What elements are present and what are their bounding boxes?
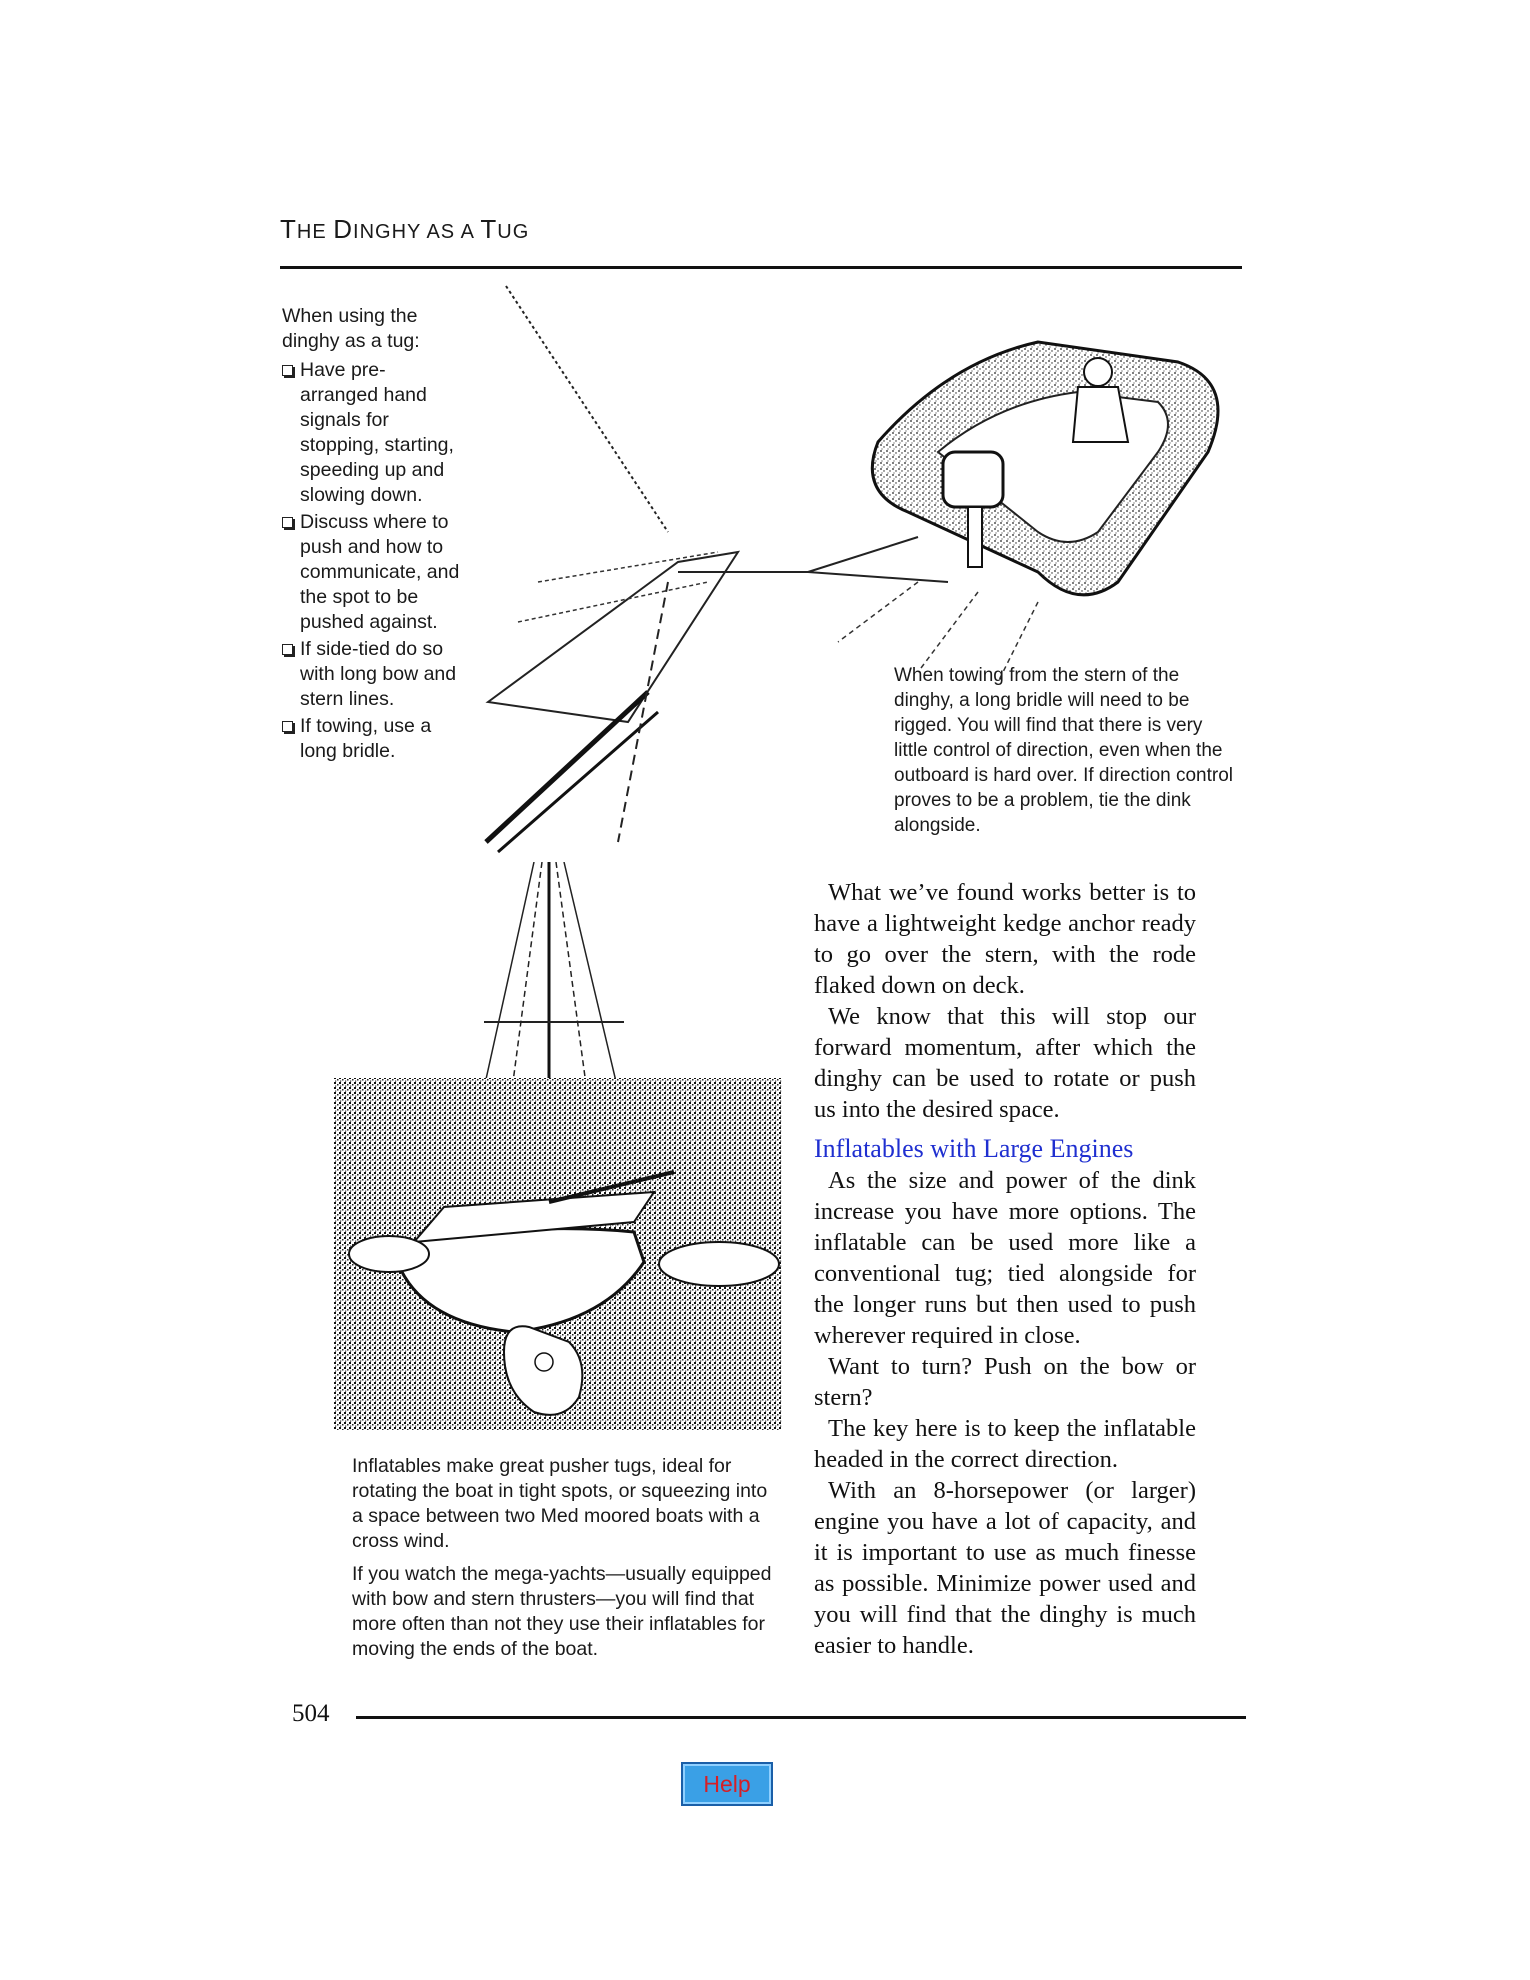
checklist-item: If towing, use a long bridle.	[282, 714, 462, 764]
section-heading: Inflatables with Large Engines	[814, 1134, 1134, 1163]
body-paragraph: With an 8-horsepower (or larger) engine …	[814, 1477, 1196, 1659]
title-part: T	[280, 214, 297, 244]
title-part: INGHY AS A	[353, 221, 481, 243]
body-paragraph: What we’ve found works better is to have…	[814, 879, 1196, 999]
running-head: THE DINGHY AS A TUG	[280, 214, 1242, 245]
title-part: UG	[497, 221, 530, 243]
body-paragraph: We know that this will stop our forward …	[814, 1003, 1196, 1123]
checkbox-icon	[282, 721, 293, 732]
checklist-text: Have pre-arranged hand signals for stopp…	[300, 359, 454, 506]
title-part: T	[480, 214, 498, 244]
towing-caption: When towing from the stern of the dinghy…	[894, 665, 1234, 836]
pusher-caption-paragraph: Inflatables make great pusher tugs, idea…	[352, 1455, 768, 1552]
sidebar-tips: When using the dinghy as a tug: Have pre…	[282, 304, 462, 766]
pusher-caption: Inflatables make great pusher tugs, idea…	[352, 1454, 772, 1670]
body-paragraph: The key here is to keep the inflatable h…	[814, 1415, 1196, 1473]
pusher-tug-illustration	[334, 862, 782, 1430]
title-part: HE	[296, 221, 334, 243]
checklist-item: Discuss where to push and how to communi…	[282, 510, 462, 635]
title-part: D	[333, 214, 354, 244]
checkbox-icon	[282, 365, 293, 376]
footer-rule	[356, 1716, 1246, 1719]
towing-illustration	[484, 285, 1220, 854]
checkbox-icon	[282, 644, 293, 655]
body-paragraph: As the size and power of the dink increa…	[814, 1167, 1196, 1349]
pusher-caption-paragraph: If you watch the mega-yachts—usually equ…	[352, 1563, 772, 1660]
checkbox-icon	[282, 517, 293, 528]
help-button[interactable]: Help	[681, 1762, 773, 1806]
checklist-text: If side-tied do so with long bow and ste…	[300, 638, 457, 710]
checklist-item: Have pre-arranged hand signals for stopp…	[282, 358, 462, 508]
page-number: 504	[292, 1700, 330, 1727]
body-column: What we’ve found works better is to have…	[814, 877, 1196, 1661]
sidebar-intro: When using the dinghy as a tug:	[282, 305, 420, 352]
checklist-text: If towing, use a long bridle.	[300, 715, 432, 762]
checklist-item: If side-tied do so with long bow and ste…	[282, 637, 462, 712]
body-paragraph: Want to turn? Push on the bow or stern?	[814, 1353, 1196, 1411]
sidebar-checklist: Have pre-arranged hand signals for stopp…	[282, 358, 462, 764]
header-rule	[280, 266, 1242, 269]
checklist-text: Discuss where to push and how to communi…	[300, 511, 460, 633]
